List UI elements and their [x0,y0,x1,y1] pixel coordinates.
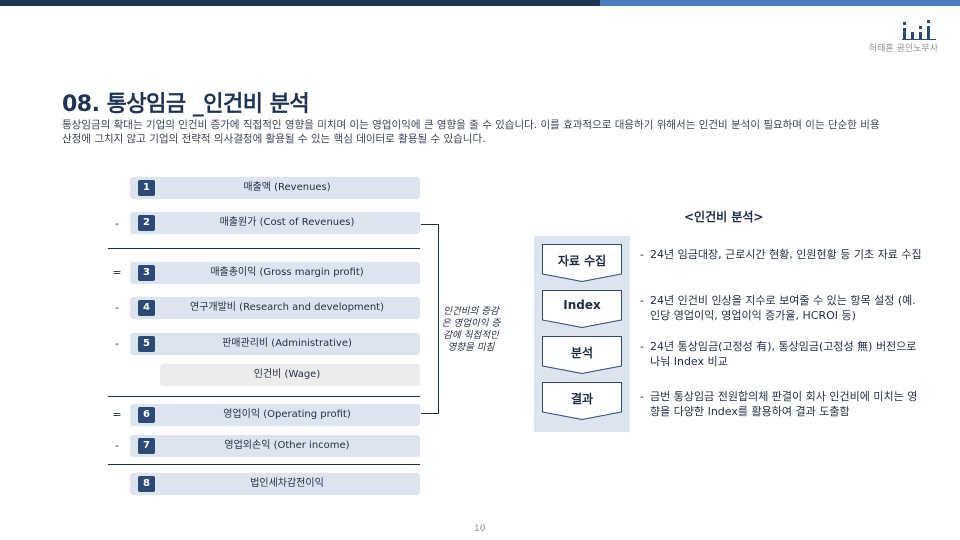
row-number-badge: 7 [138,438,155,454]
impact-bracket [421,224,439,414]
bar-chart-logo-icon [902,20,936,40]
divider-line [108,248,420,249]
equals-operator: = [112,408,122,421]
row-number-badge: 4 [138,300,155,316]
minus-operator: - [115,439,119,452]
row-label: 인건비 (Wage) [253,369,321,380]
firm-name: 허태훈 공인노무사 [868,44,938,54]
statement-row-administrative: 5 판매관리비 (Administrative) [130,333,420,355]
step-description: -24년 인건비 인상을 지수로 보여줄 수 있는 항목 설정 (예. 인당 영… [640,294,916,322]
row-number-badge: 5 [138,336,155,352]
row-label: 매출액 (Revenues) [243,182,331,193]
step-description: -금번 통상임금 전원합의체 판결이 회사 인건비에 미치는 영향을 다양한 I… [640,390,918,418]
step-analysis: 분석 [542,336,622,374]
row-label: 매출원가 (Cost of Revenues) [219,217,355,228]
statement-row-cost-of-revenues: 2 매출원가 (Cost of Revenues) [130,212,420,234]
divider-line [108,396,420,397]
step-index: Index [542,290,622,328]
row-label: 매출총이익 (Gross margin profit) [210,267,364,278]
row-label: 영업이익 (Operating profit) [223,409,351,420]
statement-row-operating-profit: 6 영업이익 (Operating profit) [130,404,420,426]
divider-line [108,464,420,465]
statement-row-gross-margin: 3 매출총이익 (Gross margin profit) [130,262,420,284]
row-label: 연구개발비 (Research and development) [190,302,384,313]
minus-operator: - [115,217,119,230]
chevron-down-shape [542,290,622,328]
analysis-title: <인건비 분석> [684,210,764,224]
minus-operator: - [115,301,119,314]
row-number-badge: 8 [138,476,155,492]
equals-operator: = [112,266,122,279]
statement-row-pretax-income: 8 법인세차감전이익 [130,473,420,495]
step-data-collection: 자료 수집 [542,244,622,282]
row-number-badge: 6 [138,407,155,423]
chevron-down-shape [542,382,622,420]
step-label: 결과 [570,392,594,406]
step-label: Index [563,298,601,312]
statement-row-research-development: 4 연구개발비 (Research and development) [130,297,420,319]
statement-row-other-income: 7 영업외손익 (Other income) [130,435,420,457]
row-number-badge: 1 [138,180,155,196]
top-bar-dark [0,0,600,6]
row-label: 판매관리비 (Administrative) [222,338,352,349]
statement-row-revenues: 1 매출액 (Revenues) [130,177,420,199]
step-description: -24년 임금대장, 근로시간 현황, 인원현황 등 기초 자료 수집 [640,248,922,261]
step-label: 자료 수집 [557,254,607,268]
top-bar-light [600,0,960,6]
bracket-note: 인건비의 증감은 영업이익 증감에 직접적인 영향을 미침 [441,306,501,353]
row-number-badge: 2 [138,215,155,231]
page-number: 10 [474,524,486,534]
chevron-down-shape [542,336,622,374]
row-number-badge: 3 [138,265,155,281]
step-label: 분석 [570,346,594,360]
step-description: -24년 통상임금(고정성 有), 통상임금(고정성 無) 버전으로 나눠 In… [640,340,917,368]
page-description: 통상임금의 확대는 기업의 인건비 증가에 직접적인 영향을 미치며 이는 영업… [62,119,880,145]
statement-row-wage: 인건비 (Wage) [160,364,420,386]
page-title: 08. 통상임금 _인건비 분석 [62,92,310,117]
minus-operator: - [115,337,119,350]
row-label: 영업외손익 (Other income) [224,440,350,451]
row-label: 법인세차감전이익 [250,478,324,489]
step-result: 결과 [542,382,622,420]
chevron-down-shape [542,244,622,282]
